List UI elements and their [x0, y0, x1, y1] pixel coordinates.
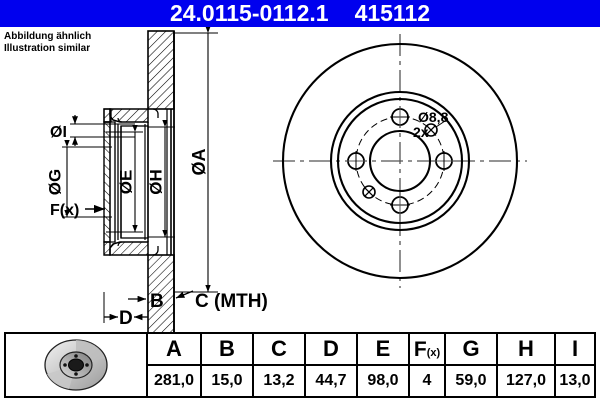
- spec-header-I: I: [554, 332, 596, 366]
- cross-section-view: ØI ØG ØE ØH: [45, 27, 268, 332]
- spec-value-B: 15,0: [200, 364, 254, 398]
- spec-value-D: 44,7: [304, 364, 358, 398]
- dimension-D: D: [103, 292, 149, 329]
- note-line-de: Abbildung ähnlich: [4, 31, 92, 42]
- part-number: 24.0115-0112.1: [169, 0, 329, 26]
- disc-ring-bottom: [147, 254, 175, 332]
- spec-header-B: B: [200, 332, 254, 366]
- label-dia-E: ØE: [116, 170, 135, 195]
- spec-table: A B C D E F(x) G H I 281,0 15,0 13,2 44,…: [4, 332, 596, 398]
- spec-value-Fx: 4: [408, 364, 446, 398]
- disc-friction-inner-circle: [329, 90, 471, 232]
- bolt-hole: [390, 195, 410, 215]
- label-fx: F(x): [50, 202, 79, 219]
- bolt-hole: [346, 151, 366, 171]
- label-hole-count: 2x: [413, 124, 429, 140]
- dimension-dia-G: ØG: [45, 139, 112, 218]
- article-number: 415112: [354, 0, 431, 26]
- label-dia-A: ØA: [189, 148, 209, 175]
- spec-value-G: 59,0: [444, 364, 498, 398]
- spec-header-E: E: [356, 332, 410, 366]
- dimension-C: C (MTH): [175, 290, 268, 312]
- dimension-dia-E: ØE: [106, 124, 143, 233]
- disc-thumbnail-cell: [4, 332, 148, 398]
- spec-header-C: C: [252, 332, 306, 366]
- label-dia-G: ØG: [45, 169, 64, 195]
- label-hole-diameter: Ø8,8: [418, 109, 449, 125]
- label-D: D: [119, 308, 133, 329]
- hub-bell-bottom: [103, 241, 149, 256]
- dimension-dia-I: ØI: [50, 115, 135, 146]
- spec-header-D: D: [304, 332, 358, 366]
- hub-outer-circle: [336, 97, 464, 225]
- spec-header-Fx-main: F: [413, 338, 427, 361]
- page-title: 24.0115-0112.1 415112: [0, 0, 600, 27]
- brake-disc-thumbnail-icon: [44, 339, 108, 391]
- hole-annotation-leader: [435, 118, 449, 128]
- label-C: C (MTH): [195, 291, 268, 312]
- bolt-hole: [390, 107, 410, 127]
- spec-value-A: 281,0: [146, 364, 202, 398]
- illustration-note: Abbildung ähnlich Illustration similar: [4, 31, 91, 54]
- technical-drawing-canvas: ØI ØG ØE ØH: [45, 27, 527, 332]
- center-bore-circle: [368, 129, 432, 193]
- disc-ring-top: [147, 30, 175, 110]
- bolt-hole: [434, 151, 454, 171]
- spec-header-G: G: [444, 332, 498, 366]
- dimension-dia-H: ØH: [146, 119, 175, 238]
- spec-table-header-row: A B C D E F(x) G H I: [4, 332, 596, 398]
- spec-header-H: H: [496, 332, 556, 366]
- spec-header-A: A: [146, 332, 202, 366]
- threaded-hole-marker: [424, 123, 438, 137]
- label-B: B: [150, 291, 164, 312]
- dimension-B: B: [128, 291, 175, 312]
- dimension-fx: F(x): [50, 202, 105, 219]
- label-dia-H: ØH: [146, 169, 165, 195]
- spec-value-C: 13,2: [252, 364, 306, 398]
- dimension-dia-A: ØA: [174, 27, 218, 293]
- spec-table-value-row: 281,0 15,0 13,2 44,7 98,0 4 59,0 127,0 1…: [5, 364, 596, 398]
- note-line-en: Illustration similar: [4, 42, 91, 54]
- header-bar: [0, 0, 600, 27]
- spec-value-H: 127,0: [496, 364, 556, 398]
- label-dia-I: ØI: [50, 124, 67, 141]
- spec-header-Fx: F(x): [408, 332, 446, 366]
- fillet-notches: [117, 108, 159, 256]
- spec-header-Fx-sub: (x): [426, 347, 441, 359]
- spec-value-E: 98,0: [356, 364, 410, 398]
- spec-value-I: 13,0: [554, 364, 596, 398]
- threaded-hole-marker: [362, 185, 376, 199]
- front-view: Ø8,8 2x: [273, 34, 527, 288]
- disc-outer-circle: [281, 42, 519, 280]
